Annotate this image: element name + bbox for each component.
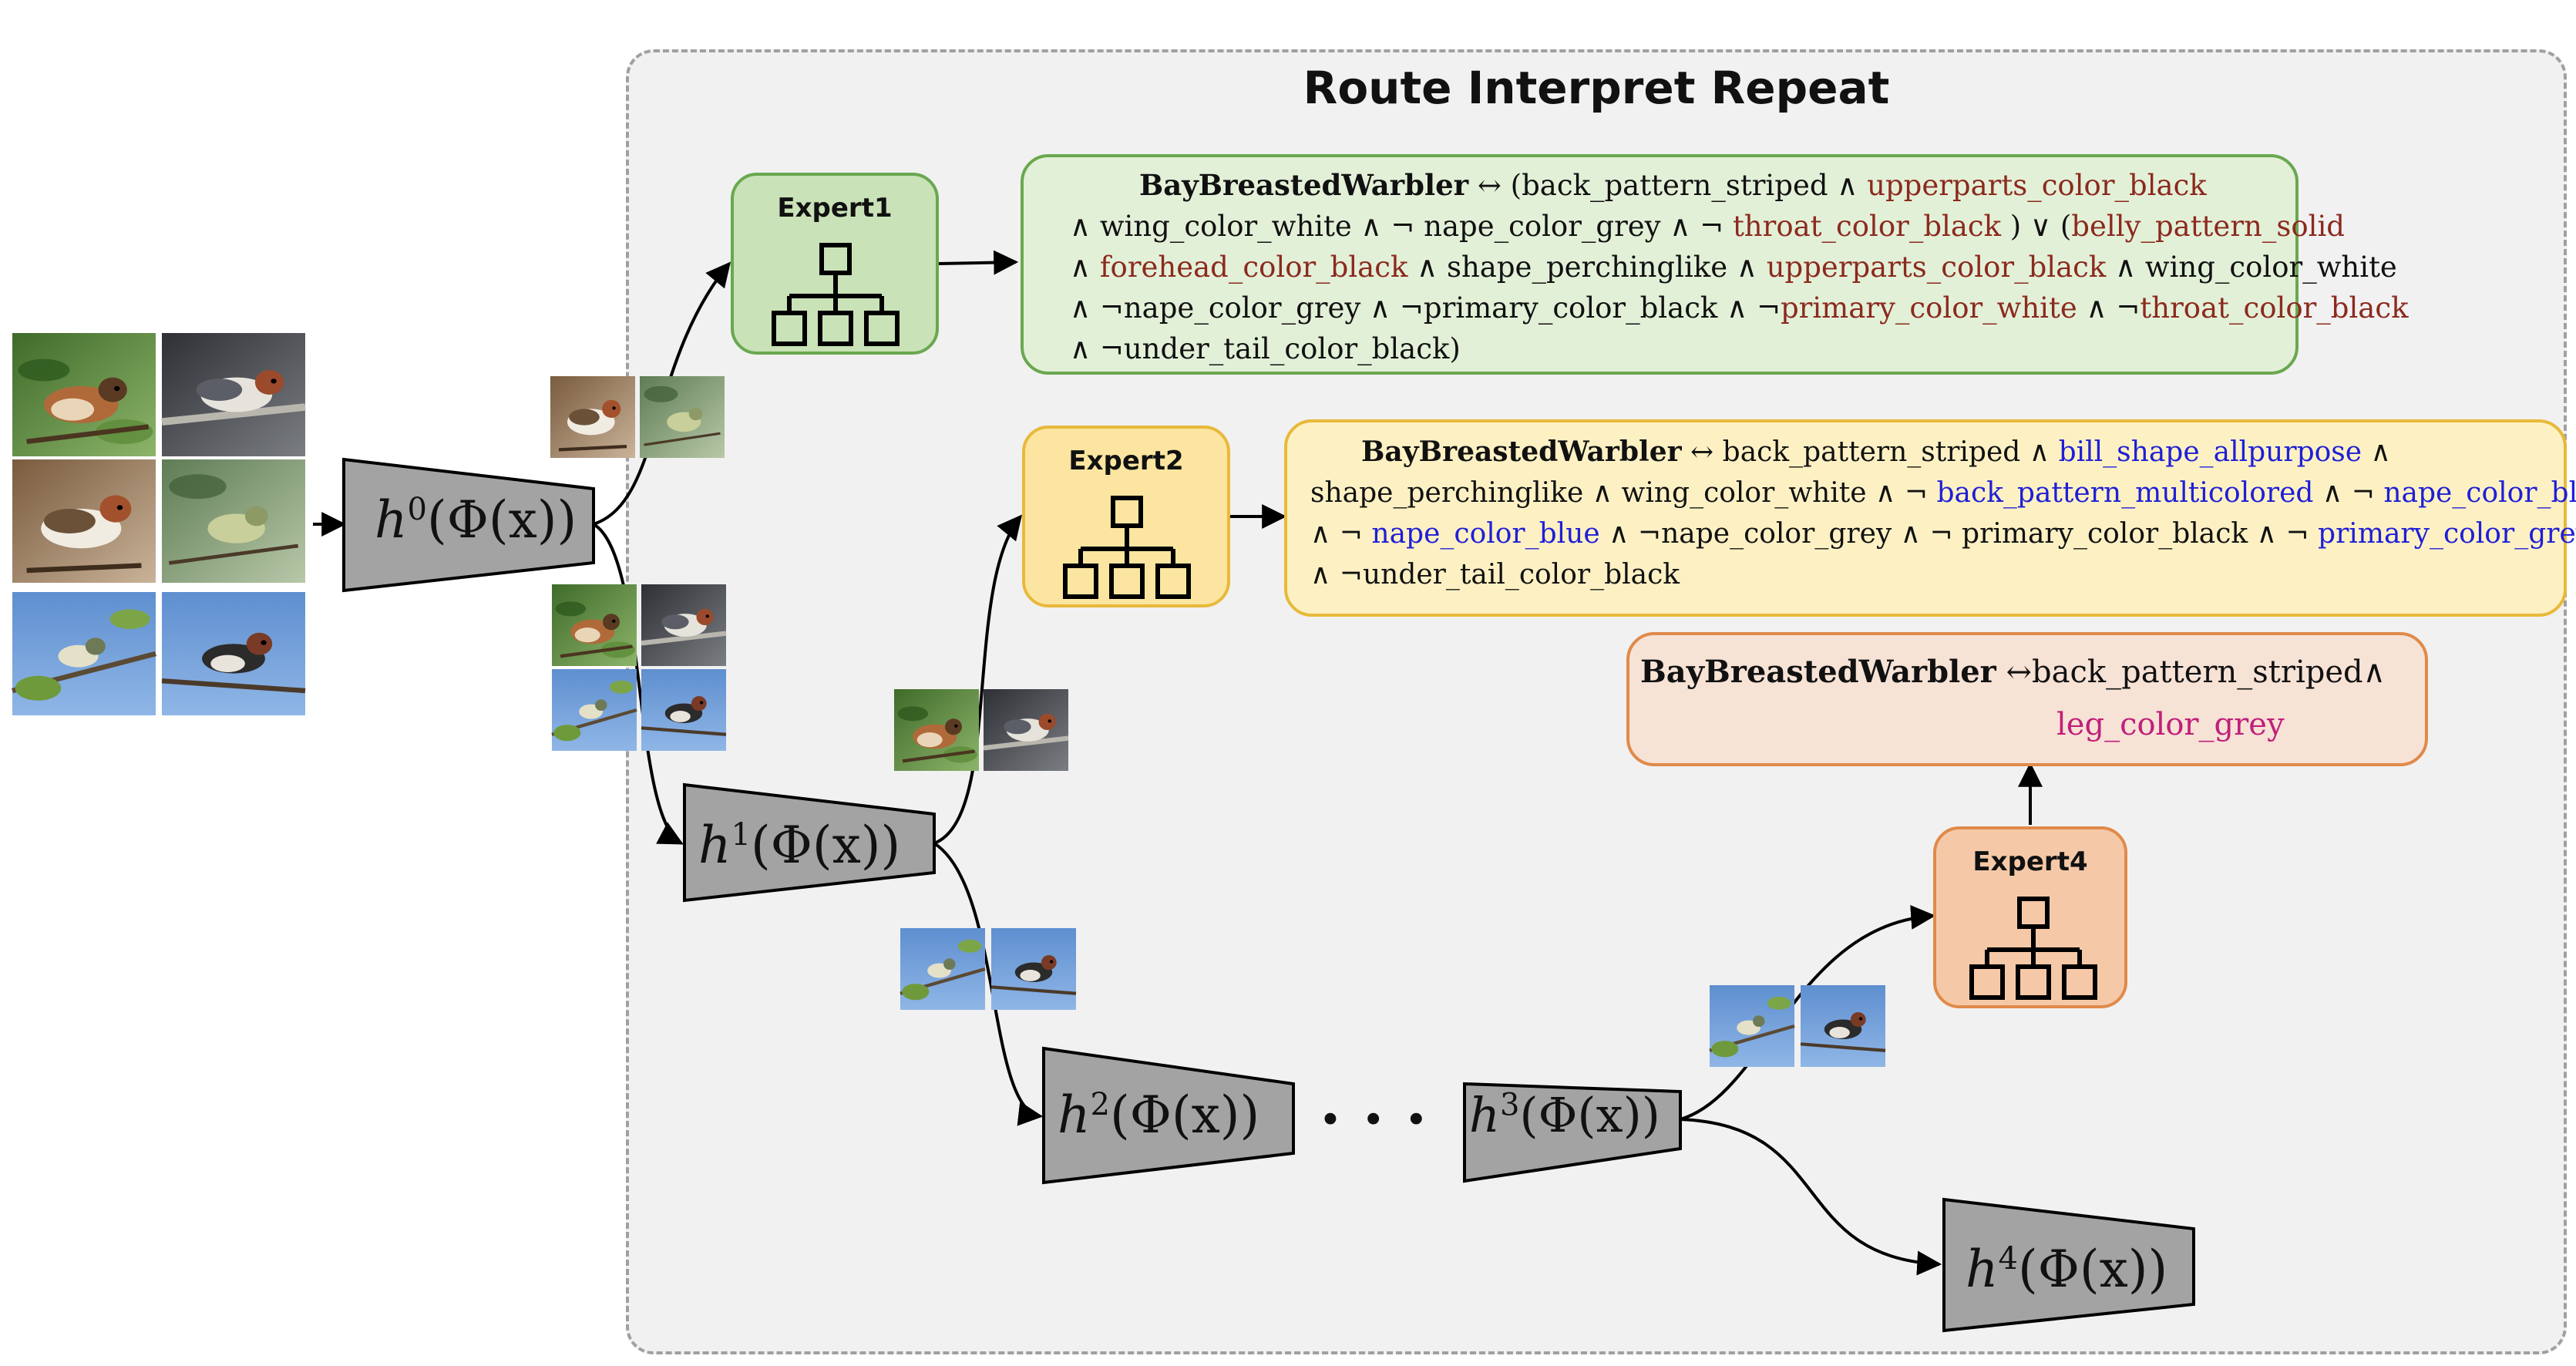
expert4-rule-box: BayBreastedWarbler ↔back_pattern_striped… xyxy=(1626,632,2428,766)
selector-h1-label: h1(Φ(x)) xyxy=(698,816,901,875)
expert4-label: Expert4 xyxy=(1972,846,2088,877)
rule-text: ∧ xyxy=(2362,436,2391,468)
rule-text: ∧ ¬nape_color_grey ∧ ¬primary_color_blac… xyxy=(1070,291,1781,325)
rule-text: ↔back_pattern_striped∧ xyxy=(1996,654,2386,690)
selector-h3-shape xyxy=(1463,1082,1682,1183)
routed-samples-to-expert1 xyxy=(550,376,726,458)
rule-text: ∧ ¬ xyxy=(2077,291,2141,325)
decision-tree-icon xyxy=(1025,429,1233,611)
rule-concept: nape_color_blue xyxy=(1371,518,1600,550)
ellipsis: · · · xyxy=(1320,1082,1428,1155)
rule-concept: bill_shape_allpurpose xyxy=(2058,436,2362,468)
rule-class-name: BayBreastedWarbler xyxy=(1361,436,1682,468)
rule-text: ↔ back_pattern_striped ∧ xyxy=(1681,436,2059,468)
selector-h3-label: h3(Φ(x)) xyxy=(1469,1087,1660,1143)
input-image-grid xyxy=(12,333,305,715)
rule-class-name: BayBreastedWarbler xyxy=(1640,654,1996,690)
rule-text: ∧ ¬under_tail_color_black) xyxy=(1070,332,1461,365)
rule-text: ∧ wing_color_white xyxy=(2106,251,2397,284)
expert1-rule-box: BayBreastedWarbler ↔ (back_pattern_strip… xyxy=(1021,154,2409,375)
expert1-box: Expert1 xyxy=(731,173,939,355)
selector-h4-label: h4(Φ(x)) xyxy=(1966,1240,2168,1299)
rule-concept: back_pattern_multicolored xyxy=(1936,477,2314,509)
rule-concept: primary_color_white xyxy=(1780,291,2077,325)
rule-concept: throat_color_black xyxy=(2140,291,2409,325)
rule-text: ∧ ¬nape_color_grey ∧ ¬ primary_color_bla… xyxy=(1599,518,2319,550)
rule-text: ∧ ¬ xyxy=(2313,477,2384,509)
rule-text: ∧ ¬ xyxy=(1310,518,1372,550)
rule-concept: throat_color_black xyxy=(1732,210,2002,243)
decision-tree-icon xyxy=(1936,829,2130,1011)
rule-concept: upperparts_color_black xyxy=(1867,169,2207,202)
expert2-label: Expert2 xyxy=(1068,446,1184,476)
rule-text: ∧ ¬under_tail_color_black xyxy=(1310,559,1680,590)
selector-h1-shape xyxy=(683,782,936,903)
rule-text: ↔ (back_pattern_striped ∧ xyxy=(1468,169,1868,202)
selector-h4-shape xyxy=(1942,1197,2195,1333)
expert2-box: Expert2 xyxy=(1022,426,1230,607)
rule-concept: forehead_color_black xyxy=(1099,251,1408,284)
rule-concept: leg_color_grey xyxy=(2056,707,2285,742)
selector-h2-shape xyxy=(1042,1046,1295,1185)
rule-concept: belly_pattern_solid xyxy=(2071,210,2345,243)
rule-class-name: BayBreastedWarbler xyxy=(1139,168,1469,202)
rule-text: ∧ wing_color_white ∧ ¬ nape_color_grey ∧… xyxy=(1070,210,1733,243)
selector-h2-label: h2(Φ(x)) xyxy=(1058,1085,1260,1145)
selector-h0-shape xyxy=(342,457,595,593)
rule-text: ) ∨ ( xyxy=(2001,210,2072,243)
selector-h0-label: h0(Φ(x)) xyxy=(375,490,577,550)
rule-text: ∧ xyxy=(1070,251,1100,284)
expert1-label: Expert1 xyxy=(777,193,893,224)
rule-concept: primary_color_grey xyxy=(2318,518,2576,550)
expert4-box: Expert4 xyxy=(1933,826,2127,1008)
decision-tree-icon xyxy=(734,176,942,358)
rule-text: shape_perchinglike ∧ wing_color_white ∧ … xyxy=(1310,477,1937,509)
rule-concept: upperparts_color_black xyxy=(1766,251,2107,284)
routed-samples-to-h1 xyxy=(552,584,726,751)
diagram-title: Route Interpret Repeat xyxy=(1303,62,1890,114)
rule-text: ∧ shape_perchinglike ∧ xyxy=(1407,251,1767,284)
rule-concept: nape_color_black xyxy=(2383,477,2576,509)
expert2-rule-box: BayBreastedWarbler ↔ back_pattern_stripe… xyxy=(1284,419,2576,617)
